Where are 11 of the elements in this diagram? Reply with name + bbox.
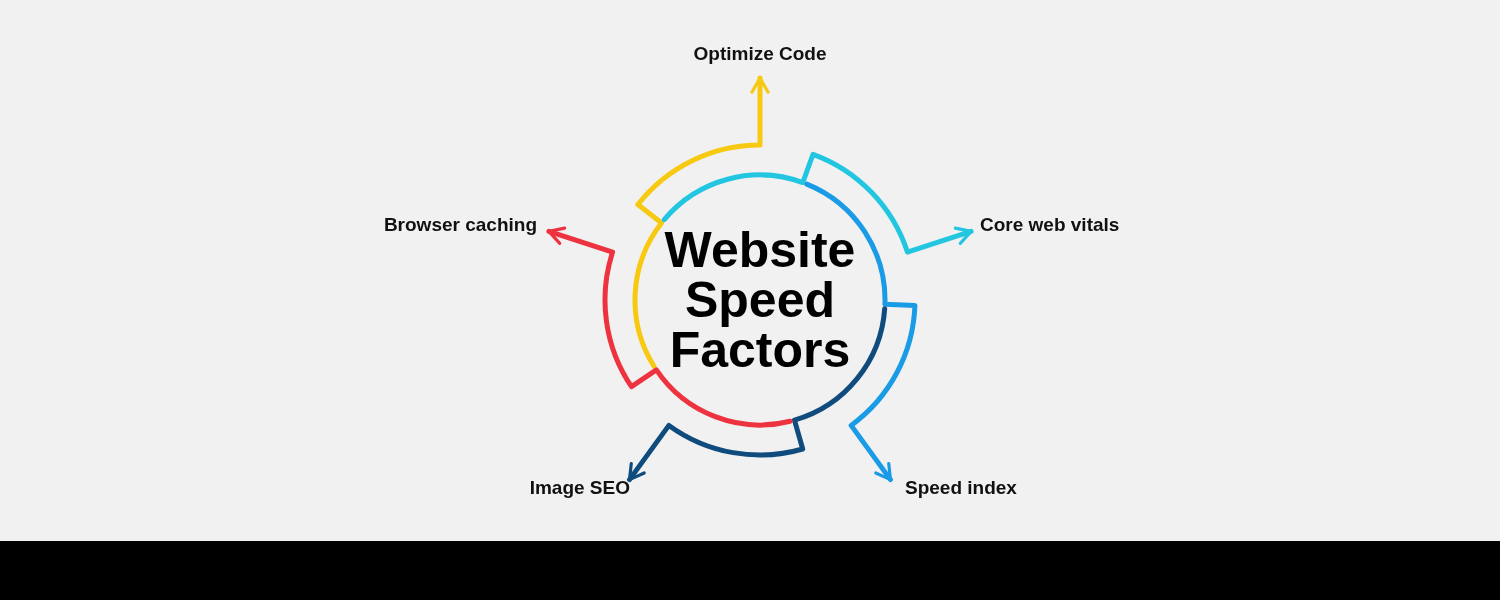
curved-arrow	[632, 75, 770, 369]
curved-arrow	[804, 181, 918, 483]
curved-arrow	[661, 151, 974, 255]
factor-label: Speed index	[905, 477, 1017, 499]
factor-label: Browser caching	[383, 214, 537, 236]
factor-label: Image SEO	[529, 477, 630, 499]
curved-arrow	[546, 226, 793, 428]
factor-label: Core web vitals	[980, 214, 1120, 236]
center-title: Website Speed Factors	[635, 175, 885, 425]
curved-arrow	[627, 306, 888, 483]
factor-label: Optimize Code	[693, 43, 827, 65]
